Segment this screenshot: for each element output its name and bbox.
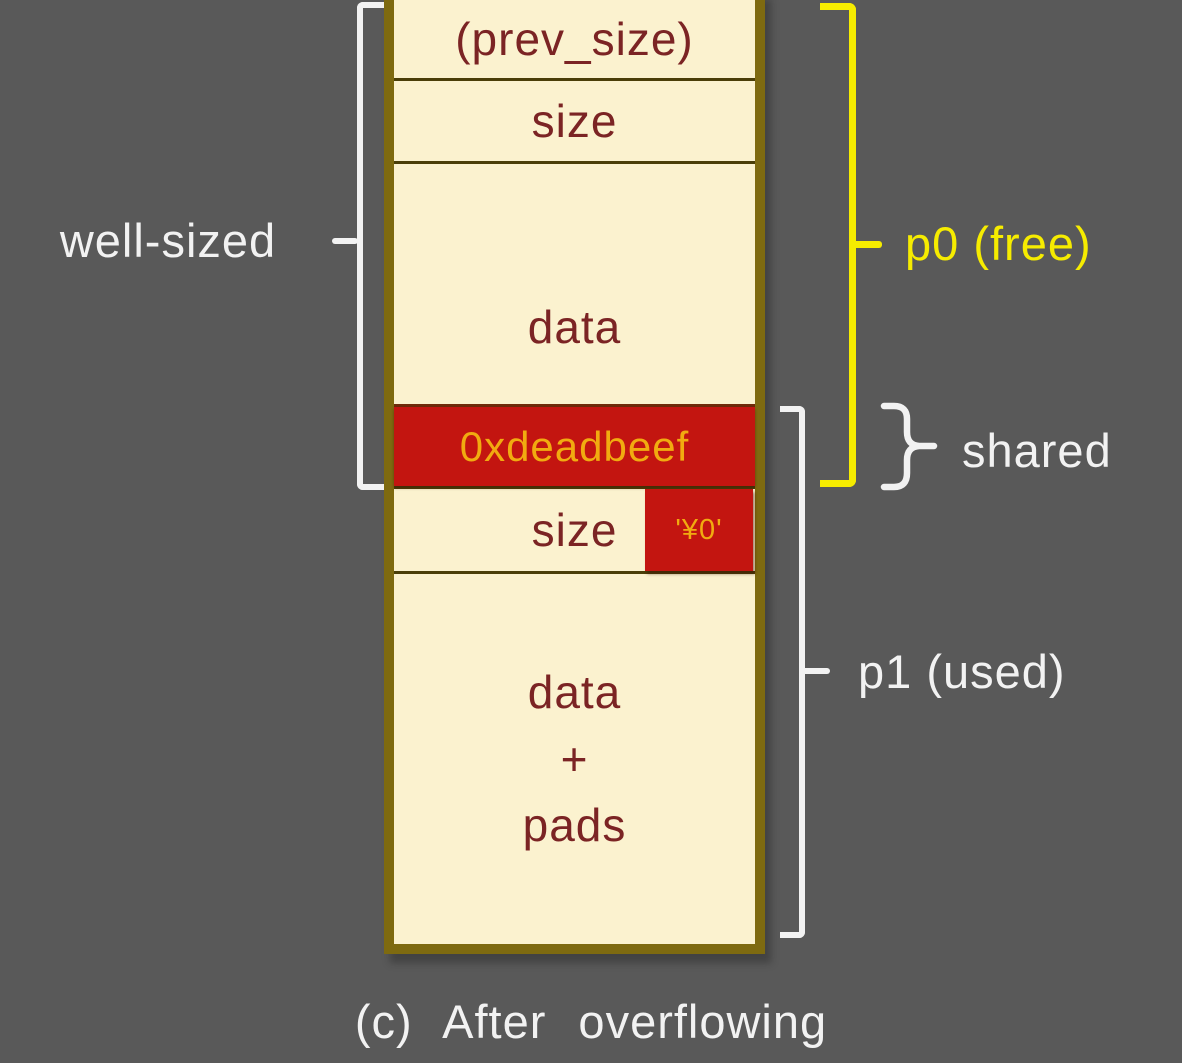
shared-label: shared [962,424,1112,477]
cell-divider [394,571,755,574]
p1-label: p1 (used) [858,645,1066,698]
pads-line: pads [522,799,627,852]
p0-bracket [820,3,856,487]
prev-size-label: (prev_size) [455,13,694,65]
overflow-cell: 0xdeadbeef [394,407,755,486]
null-byte-label: '¥0' [675,513,723,546]
p0-bracket-tick [852,241,882,248]
well-sized-label: well-sized [59,214,277,267]
size-p0-label: size [531,95,618,147]
size-cell-p1: size '¥0' [394,489,755,571]
data-p1-line: data [527,665,622,718]
cell-divider [394,78,755,81]
p1-bracket-tick [802,668,830,674]
size-cell-p0: size [394,81,755,161]
plus-line: + [560,732,589,785]
shared-brace [880,402,938,491]
figure-caption: (c) After overflowing [354,995,828,1048]
well-sized-bracket [357,2,384,490]
overflow-value-label: 0xdeadbeef [459,422,690,470]
data-p0-label: data [527,301,622,353]
size-p1-label: size [531,504,618,556]
data-pads-cell-p1: data + pads [394,574,755,944]
data-cell-p0: data [394,164,755,404]
cell-divider [394,486,755,489]
cell-divider [394,161,755,164]
heap-chunk-box: (prev_size) size data 0xdeadbeef size '¥… [384,0,765,954]
prev-size-cell: (prev_size) [394,0,755,78]
p0-label: p0 (free) [905,217,1092,270]
well-sized-bracket-tick [332,238,358,244]
null-byte-overwrite-cell: '¥0' [645,489,753,571]
cell-divider [394,404,755,407]
